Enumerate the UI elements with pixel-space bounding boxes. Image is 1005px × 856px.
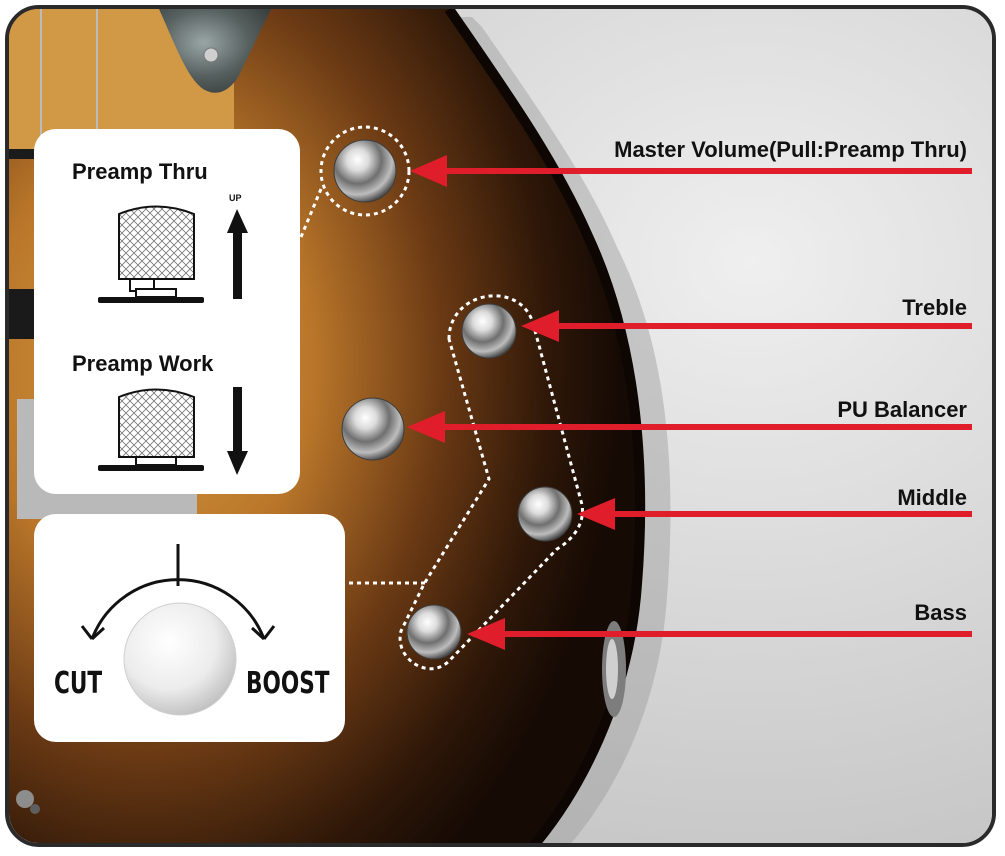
bass-knob-icon[interactable] [406,604,462,660]
pulled-knob-icon [98,205,204,303]
cut-boost-dial-icon [80,544,276,716]
arrow-up-icon [227,209,248,299]
boost-label: BOOST [246,666,330,701]
label-pu-balancer: PU Balancer [837,397,967,422]
label-bass: Bass [914,600,967,625]
middle-knob-icon[interactable] [517,486,573,542]
label-middle: Middle [897,485,967,510]
leader-arrows [407,155,972,650]
diagram-frame: Master Volume(Pull:Preamp Thru) Treble P… [5,5,996,847]
treble-knob-icon[interactable] [461,303,517,359]
preamp-thru-title: Preamp Thru [72,159,208,184]
cut-label: CUT [54,666,103,701]
cut-boost-panel: CUT BOOST [34,514,345,742]
label-treble: Treble [902,295,967,320]
master-volume-knob-icon[interactable] [333,139,397,203]
up-label: UP [229,193,242,203]
knob-layer [299,125,972,671]
pu-balancer-knob-icon[interactable] [341,397,405,461]
tone-knob-icon [123,602,237,716]
pushed-knob-icon [98,388,204,471]
preamp-diagram [98,205,248,475]
preamp-switch-panel: Preamp Thru UP [34,129,300,494]
label-master-volume: Master Volume(Pull:Preamp Thru) [614,137,967,162]
preamp-work-title: Preamp Work [72,351,214,376]
arrow-down-icon [227,387,248,475]
